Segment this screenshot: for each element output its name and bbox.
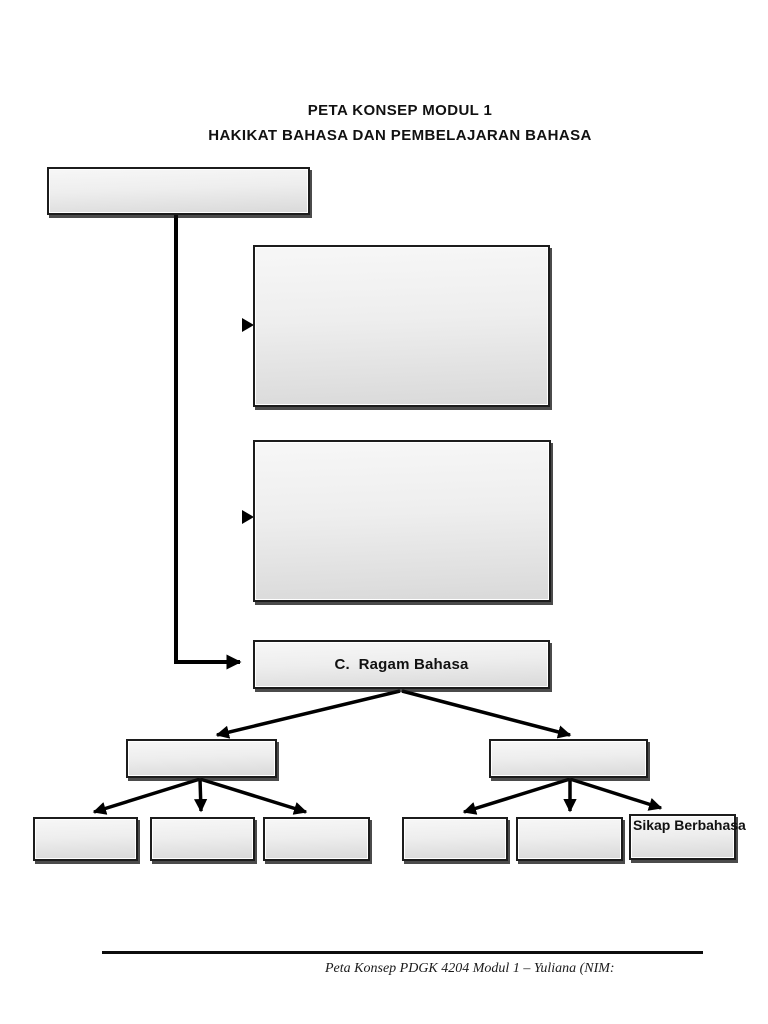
footer-credit: Peta Konsep PDGK 4204 Modul 1 – Yuliana … [325,961,615,976]
connector-mid2-to-leaf4 [462,777,571,815]
ragam-bahasa-box: C. Ragam Bahasa [253,640,550,689]
connector-mid1-to-leaf2 [193,778,208,813]
title-line-1: PETA KONSEP MODUL 1 [307,102,493,119]
connector-mid2-to-leaf6 [569,777,663,811]
arrowhead-branch-2-icon [242,510,254,524]
footer-divider [102,951,703,954]
ragam-bahasa-label: C. Ragam Bahasa [334,656,469,673]
connector-root-to-ragam [174,215,242,670]
mid-box-right [489,739,648,778]
arrowhead-branch-1-icon [242,318,254,332]
leaf-box-1 [33,817,138,861]
leaf-box-4 [402,817,508,861]
sikap-berbahasa-label: Sikap Berbahasa [633,817,746,833]
mid-box-left [126,739,277,778]
connector-mid1-to-leaf3 [199,777,308,815]
root-box [47,167,310,215]
branch-box-1 [253,245,550,407]
leaf-box-5 [516,817,623,861]
title-line-2: HAKIKAT BAHASA DAN PEMBELAJARAN BAHASA [208,127,592,144]
leaf-box-3 [263,817,370,861]
branch-box-2 [253,440,551,602]
page-title: PETA KONSEP MODUL 1 HAKIKAT BAHASA DAN P… [30,98,768,148]
connector-mid1-to-leaf1 [92,777,201,815]
connector-ragam-to-mid2 [401,689,572,739]
connector-ragam-to-mid1 [215,689,401,739]
leaf-box-2 [150,817,255,861]
leaf-box-sikap-berbahasa: Sikap Berbahasa [629,814,746,860]
